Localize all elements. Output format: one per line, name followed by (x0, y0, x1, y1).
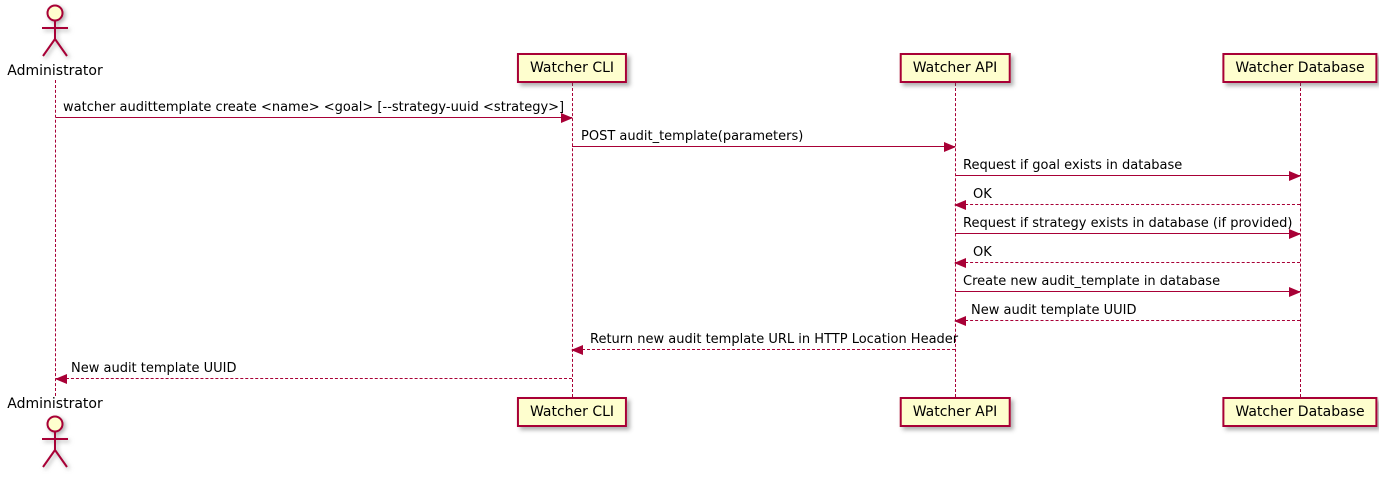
message-1-label: watcher audittemplate create <name> <goa… (63, 100, 565, 115)
arrowhead-icon (944, 142, 956, 152)
lifeline-watcher-cli (572, 83, 573, 397)
message-7-arrow (955, 287, 1301, 297)
arrowhead-icon (954, 316, 966, 326)
arrowhead-icon (1289, 171, 1301, 181)
message-3-arrow (955, 171, 1301, 181)
participant-label: Watcher CLI (529, 404, 615, 420)
message-5-label: Request if strategy exists in database (… (963, 216, 1293, 231)
message-6-label: OK (973, 245, 992, 260)
lifeline-administrator (55, 80, 56, 396)
message-4-arrow (954, 200, 1300, 210)
arrowhead-icon (954, 258, 966, 268)
participant-label: Watcher Database (1235, 60, 1365, 76)
lifeline-watcher-api (955, 83, 956, 397)
message-7-label: Create new audit_template in database (963, 274, 1221, 289)
arrowhead-icon (571, 345, 583, 355)
actor-label-administrator-top: Administrator (7, 63, 103, 79)
participant-box-watcher-cli-top: Watcher CLI (516, 53, 628, 83)
lifeline-watcher-database (1300, 83, 1301, 397)
arrowhead-icon (55, 374, 67, 384)
message-10-label: New audit template UUID (71, 361, 237, 376)
message-5-arrow (955, 229, 1301, 239)
message-10-arrow (55, 374, 572, 384)
message-8-arrow (954, 316, 1300, 326)
participant-box-watcher-api-bottom: Watcher API (899, 397, 1011, 427)
message-1-arrow (56, 113, 573, 123)
message-9-arrow (571, 345, 955, 355)
arrowhead-icon (1289, 229, 1301, 239)
actor-icon (42, 415, 68, 468)
participant-box-watcher-database-bottom: Watcher Database (1222, 397, 1378, 427)
message-6-arrow (954, 258, 1300, 268)
message-9-label: Return new audit template URL in HTTP Lo… (590, 332, 959, 347)
participant-box-watcher-database-top: Watcher Database (1222, 53, 1378, 83)
message-3-label: Request if goal exists in database (963, 158, 1183, 173)
participant-label: Watcher API (912, 404, 998, 420)
participant-label: Watcher API (912, 60, 998, 76)
arrowhead-icon (561, 113, 573, 123)
message-2-arrow (572, 142, 956, 152)
arrowhead-icon (1289, 287, 1301, 297)
arrowhead-icon (954, 200, 966, 210)
actor-icon (42, 4, 68, 57)
participant-label: Watcher Database (1235, 404, 1365, 420)
participant-label: Watcher CLI (529, 60, 615, 76)
message-4-label: OK (973, 187, 992, 202)
actor-label-administrator-bottom: Administrator (7, 396, 103, 412)
message-8-label: New audit template UUID (971, 303, 1137, 318)
message-2-label: POST audit_template(parameters) (581, 129, 804, 144)
participant-box-watcher-api-top: Watcher API (899, 53, 1011, 83)
participant-box-watcher-cli-bottom: Watcher CLI (516, 397, 628, 427)
